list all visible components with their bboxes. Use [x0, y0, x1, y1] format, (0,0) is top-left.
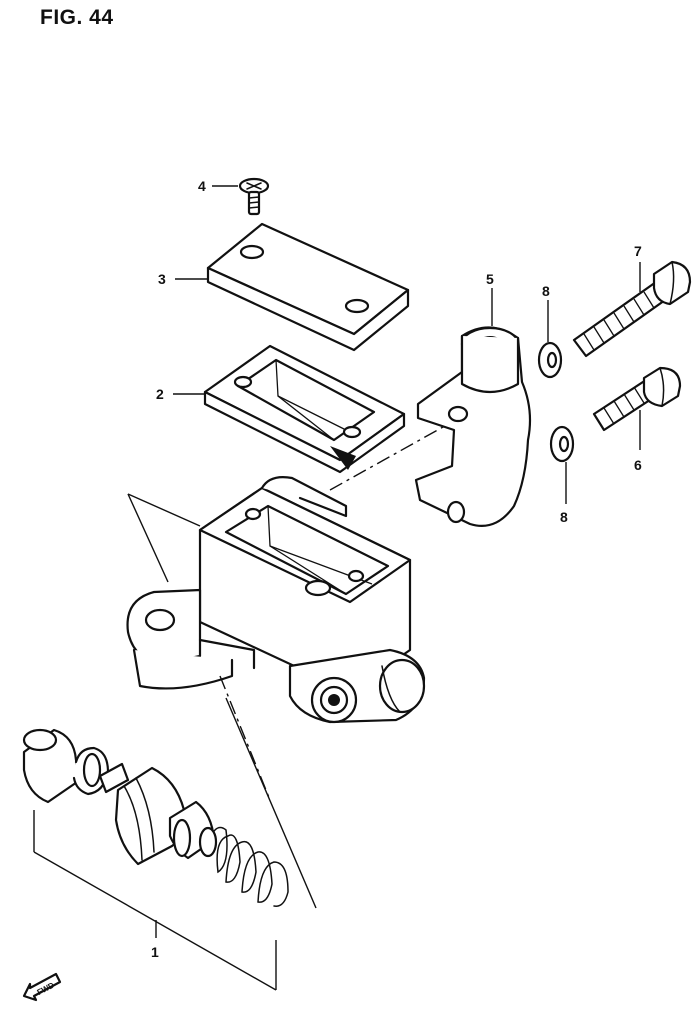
- part-8-washer-lower: [549, 425, 575, 463]
- part-3-reservoir-cap: [206, 222, 410, 352]
- callout-8-lower: 8: [560, 509, 568, 525]
- alignment-line-clamp: [329, 421, 453, 491]
- callout-2: 2: [156, 386, 164, 402]
- callout-1: 1: [151, 944, 159, 960]
- callout-8-upper: 8: [542, 283, 550, 299]
- part-7-long-bolt: [572, 260, 692, 358]
- part-4-screw: [238, 177, 270, 216]
- bracket-line-left: [127, 493, 169, 583]
- master-cylinder-body: [126, 476, 426, 724]
- piston-kit: [22, 728, 289, 907]
- bracket-line-lower: [225, 697, 317, 909]
- forward-arrow-icon: FWD: [22, 972, 62, 1002]
- part-6-short-bolt: [592, 366, 682, 432]
- callout-6: 6: [634, 457, 642, 473]
- bracket-line-top: [127, 493, 201, 527]
- callout-7: 7: [634, 243, 642, 259]
- callout-4: 4: [198, 178, 206, 194]
- callout-5: 5: [486, 271, 494, 287]
- part-2-diaphragm: [203, 344, 406, 474]
- callout-3: 3: [158, 271, 166, 287]
- part-5-clamp-holder: [414, 288, 532, 527]
- part-8-washer-upper: [537, 341, 563, 379]
- alignment-line-bore: [219, 675, 271, 801]
- assembly-1-bracket: [33, 810, 277, 991]
- figure-title: FIG. 44: [40, 6, 114, 29]
